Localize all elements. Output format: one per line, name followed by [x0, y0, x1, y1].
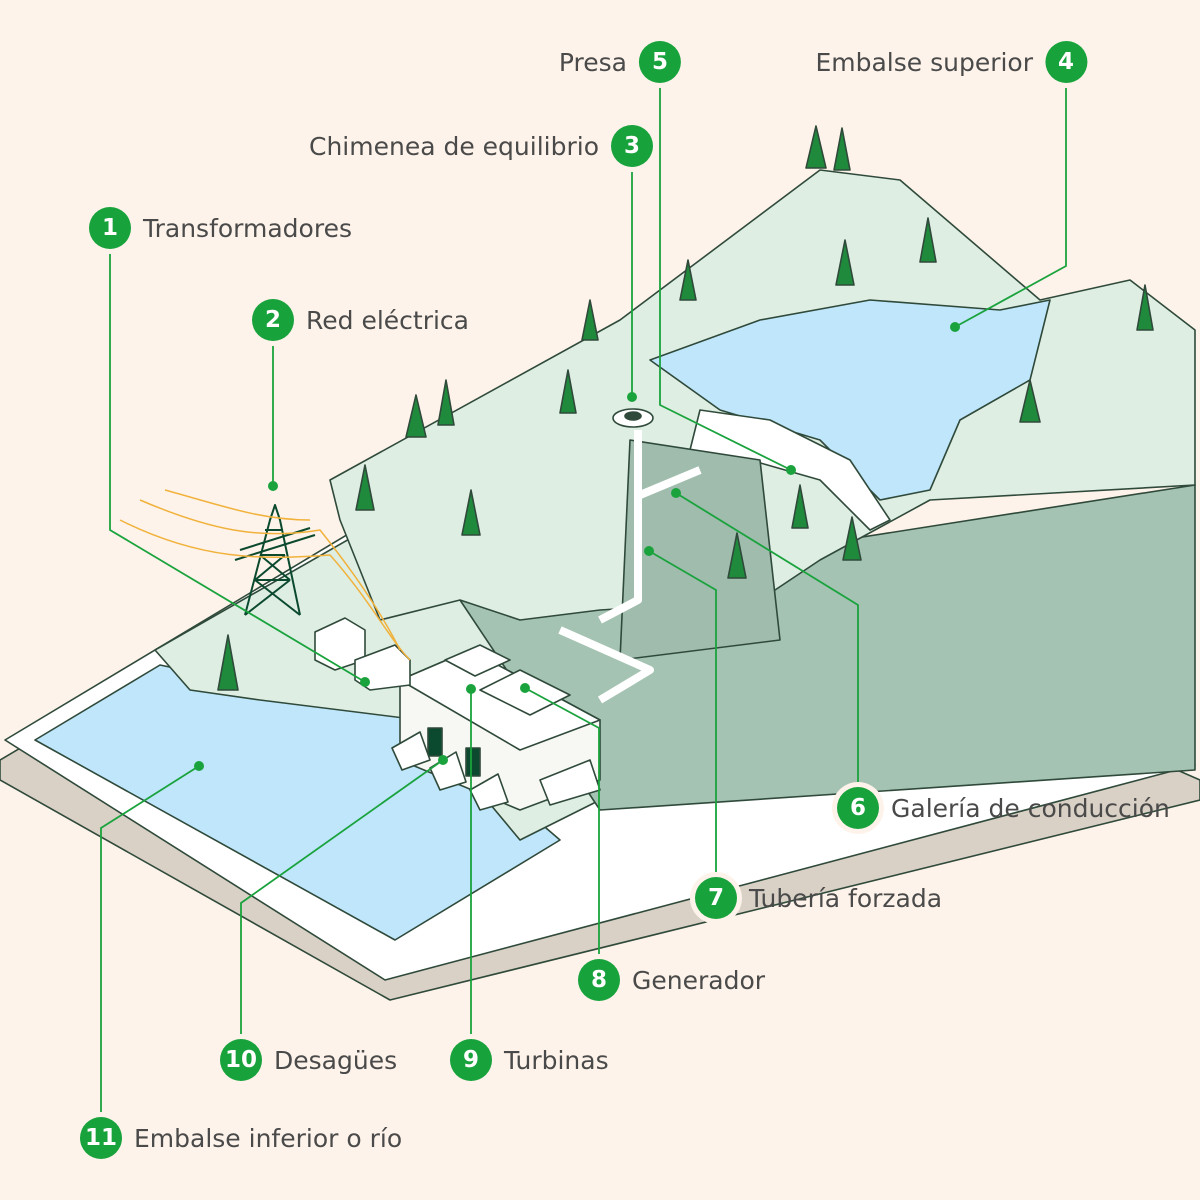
- label-text-chimenea: Chimenea de equilibrio: [309, 131, 599, 161]
- badge-6: 6: [837, 787, 879, 829]
- label-text-embalse-inferior: Embalse inferior o río: [134, 1123, 403, 1153]
- label-text-red-electrica: Red eléctrica: [306, 305, 469, 335]
- badge-4: 4: [1045, 41, 1087, 83]
- label-embalse-superior: 4 Embalse superior: [815, 41, 1087, 83]
- badge-11: 11: [80, 1117, 122, 1159]
- badge-3: 3: [611, 125, 653, 167]
- label-text-presa: Presa: [558, 47, 627, 77]
- label-tuberia: 7 Tubería forzada: [695, 877, 942, 919]
- label-embalse-inferior: 11 Embalse inferior o río: [80, 1117, 402, 1159]
- label-presa: 5 Presa: [559, 41, 681, 83]
- label-text-desagues: Desagües: [274, 1045, 398, 1075]
- conduction-pipe: [598, 430, 702, 624]
- label-red-electrica: 2 Red eléctrica: [252, 299, 469, 341]
- badge-1: 1: [89, 207, 131, 249]
- cutaway-section: [619, 439, 781, 661]
- badge-8: 8: [578, 959, 620, 1001]
- badge-10: 10: [220, 1039, 262, 1081]
- label-desagues: 10 Desagües: [220, 1039, 397, 1081]
- transmission-tower: [234, 504, 316, 616]
- label-turbinas: 9 Turbinas: [450, 1039, 609, 1081]
- label-transformadores: 1 Transformadores: [89, 207, 352, 249]
- badge-9: 9: [450, 1039, 492, 1081]
- badge-2: 2: [252, 299, 294, 341]
- label-text-tuberia: Tubería forzada: [749, 883, 943, 913]
- badge-7: 7: [695, 877, 737, 919]
- label-chimenea: 3 Chimenea de equilibrio: [309, 125, 653, 167]
- label-text-embalse-superior: Embalse superior: [815, 47, 1033, 77]
- label-text-galeria: Galería de conducción: [891, 793, 1170, 823]
- badge-5: 5: [639, 41, 681, 83]
- label-text-turbinas: Turbinas: [504, 1045, 609, 1075]
- power-lines: [119, 489, 411, 661]
- upper-reservoir-water: [649, 299, 1051, 501]
- label-galeria: 6 Galería de conducción: [837, 787, 1170, 829]
- powerhouse: [391, 644, 601, 811]
- trees: [217, 125, 1154, 691]
- label-text-generador: Generador: [632, 965, 766, 995]
- label-text-transformadores: Transformadores: [143, 213, 352, 243]
- label-generador: 8 Generador: [578, 959, 765, 1001]
- leader-lines: [100, 62, 1067, 1138]
